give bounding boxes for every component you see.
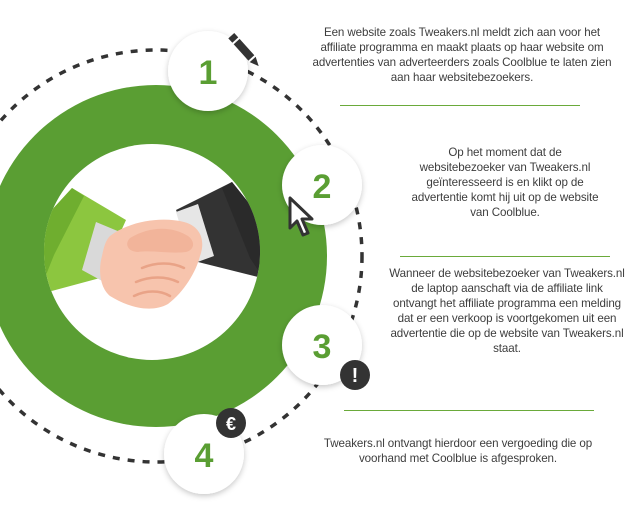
step-4-number: 4 [195, 437, 214, 475]
step-1-description: Een website zoals Tweakers.nl meldt zich… [312, 26, 612, 84]
pencil-icon [228, 32, 259, 67]
step-1-badge: 1 [168, 31, 248, 111]
dashed-orbit [0, 48, 364, 464]
exclamation-glyph: ! [352, 365, 359, 387]
step-3-description: Wanneer de websitebezoeker van Tweakers.… [389, 267, 625, 355]
divider-2 [400, 256, 610, 257]
step-3-badge: 3 [282, 305, 362, 385]
exclamation-icon: ! [340, 360, 370, 390]
divider-1 [340, 105, 580, 106]
step-4-description: Tweakers.nl ontvangt hierdoor een vergoe… [323, 437, 593, 465]
cursor-icon [288, 196, 314, 237]
handshake-icon [44, 182, 260, 309]
divider-3 [344, 410, 594, 411]
step-2-number: 2 [313, 168, 332, 206]
step-2-badge: 2 [282, 145, 362, 225]
step-2-description: Op het moment dat de websitebezoeker van… [411, 146, 599, 219]
euro-glyph: € [226, 414, 236, 434]
step-1-number: 1 [199, 54, 218, 92]
euro-icon: € [216, 408, 246, 438]
step-3-number: 3 [313, 328, 332, 366]
